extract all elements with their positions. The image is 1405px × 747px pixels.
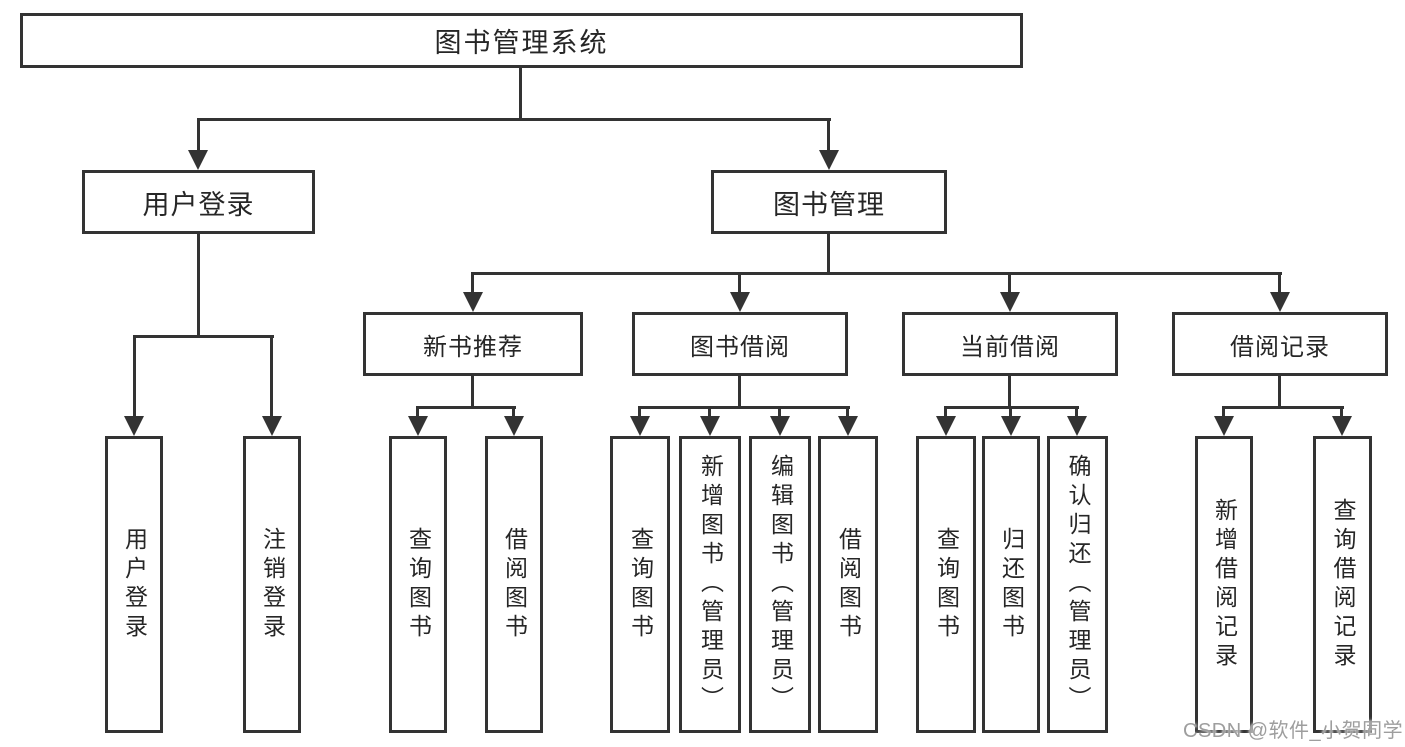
- connector-line: [738, 272, 741, 296]
- leaf-current-query-book: 查询图书: [916, 436, 976, 733]
- leaf-current-confirm-return-admin: 确认归还（管理员）: [1047, 436, 1108, 733]
- connector-line: [846, 406, 849, 420]
- arrow-down-icon: [630, 416, 650, 436]
- leaf-record-add: 新增借阅记录: [1195, 436, 1253, 733]
- arrow-down-icon: [1000, 292, 1020, 312]
- leaf-recommend-borrow-book: 借阅图书: [485, 436, 543, 733]
- arrow-down-icon: [819, 150, 839, 170]
- connector-line: [778, 406, 781, 420]
- arrow-down-icon: [188, 150, 208, 170]
- arrow-down-icon: [408, 416, 428, 436]
- connector-line: [1222, 406, 1225, 420]
- connector-line: [1222, 406, 1344, 409]
- connector-line: [827, 234, 830, 275]
- leaf-borrow-query-book: 查询图书: [610, 436, 670, 733]
- connector-line: [638, 406, 641, 420]
- node-user-login: 用户登录: [82, 170, 315, 234]
- connector-line: [197, 234, 200, 338]
- connector-line: [1278, 374, 1281, 408]
- arrow-down-icon: [1214, 416, 1234, 436]
- node-root: 图书管理系统: [20, 13, 1023, 68]
- node-book-borrow: 图书借阅: [632, 312, 848, 376]
- node-borrow-record: 借阅记录: [1172, 312, 1388, 376]
- arrow-down-icon: [936, 416, 956, 436]
- arrow-down-icon: [1332, 416, 1352, 436]
- arrow-down-icon: [1001, 416, 1021, 436]
- leaf-borrow-borrow-book: 借阅图书: [818, 436, 878, 733]
- connector-line: [1009, 406, 1012, 420]
- connector-line: [512, 406, 515, 420]
- arrow-down-icon: [838, 416, 858, 436]
- connector-line: [944, 406, 947, 420]
- connector-line: [638, 406, 850, 409]
- connector-line: [471, 374, 474, 408]
- leaf-user-login: 用户登录: [105, 436, 163, 733]
- leaf-record-query: 查询借阅记录: [1313, 436, 1372, 733]
- arrow-down-icon: [124, 416, 144, 436]
- connector-line: [133, 335, 136, 418]
- connector-line: [416, 406, 419, 420]
- leaf-borrow-edit-book-admin: 编辑图书（管理员）: [749, 436, 811, 733]
- connector-line: [197, 118, 200, 152]
- connector-line: [1278, 272, 1281, 296]
- arrow-down-icon: [1067, 416, 1087, 436]
- connector-line: [471, 272, 474, 296]
- connector-line: [827, 118, 830, 152]
- connector-line: [416, 406, 516, 409]
- arrow-down-icon: [770, 416, 790, 436]
- connector-line: [738, 374, 741, 408]
- arrow-down-icon: [730, 292, 750, 312]
- node-book-management: 图书管理: [711, 170, 947, 234]
- connector-line: [1008, 272, 1011, 296]
- leaf-borrow-add-book-admin: 新增图书（管理员）: [679, 436, 741, 733]
- arrow-down-icon: [463, 292, 483, 312]
- connector-line: [519, 68, 522, 118]
- csdn-watermark: CSDN @软件_小贺同学: [1183, 720, 1404, 742]
- connector-line: [270, 335, 273, 418]
- arrow-down-icon: [700, 416, 720, 436]
- leaf-recommend-query-book: 查询图书: [389, 436, 447, 733]
- connector-line: [133, 335, 274, 338]
- leaf-current-return-book: 归还图书: [982, 436, 1040, 733]
- connector-line: [197, 118, 831, 121]
- connector-line: [472, 272, 1282, 275]
- connector-line: [1008, 374, 1011, 408]
- node-current-borrow: 当前借阅: [902, 312, 1118, 376]
- connector-line: [708, 406, 711, 420]
- arrow-down-icon: [1270, 292, 1290, 312]
- leaf-logout: 注销登录: [243, 436, 301, 733]
- arrow-down-icon: [504, 416, 524, 436]
- arrow-down-icon: [262, 416, 282, 436]
- node-new-book-recommend: 新书推荐: [363, 312, 583, 376]
- connector-line: [1075, 406, 1078, 420]
- connector-line: [1340, 406, 1343, 420]
